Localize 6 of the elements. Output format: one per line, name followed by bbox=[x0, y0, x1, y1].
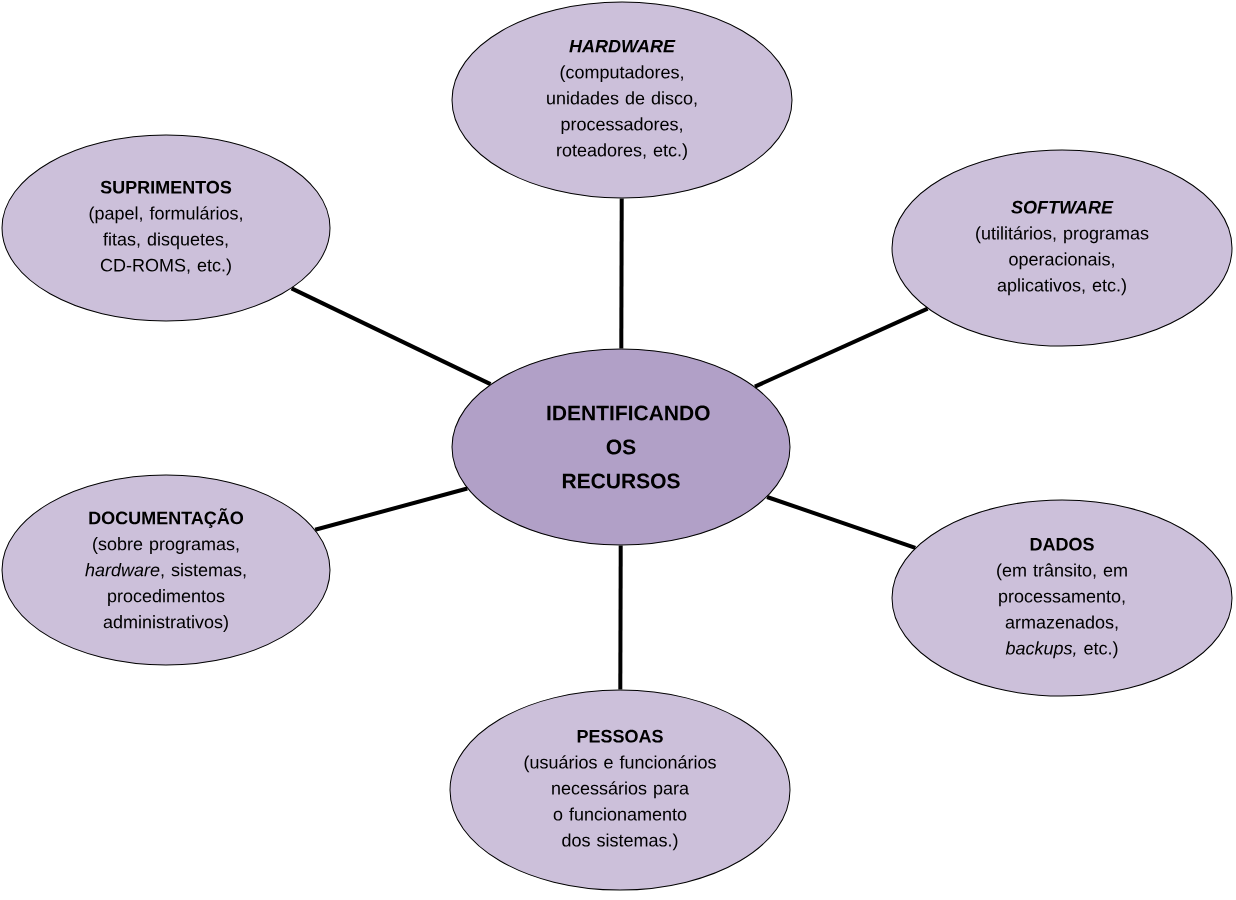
connector-line bbox=[314, 486, 468, 532]
connector-line bbox=[618, 545, 623, 690]
connector-line bbox=[754, 306, 929, 389]
connector-line bbox=[766, 495, 916, 550]
connector-line bbox=[290, 286, 492, 386]
connector-line bbox=[619, 198, 624, 349]
